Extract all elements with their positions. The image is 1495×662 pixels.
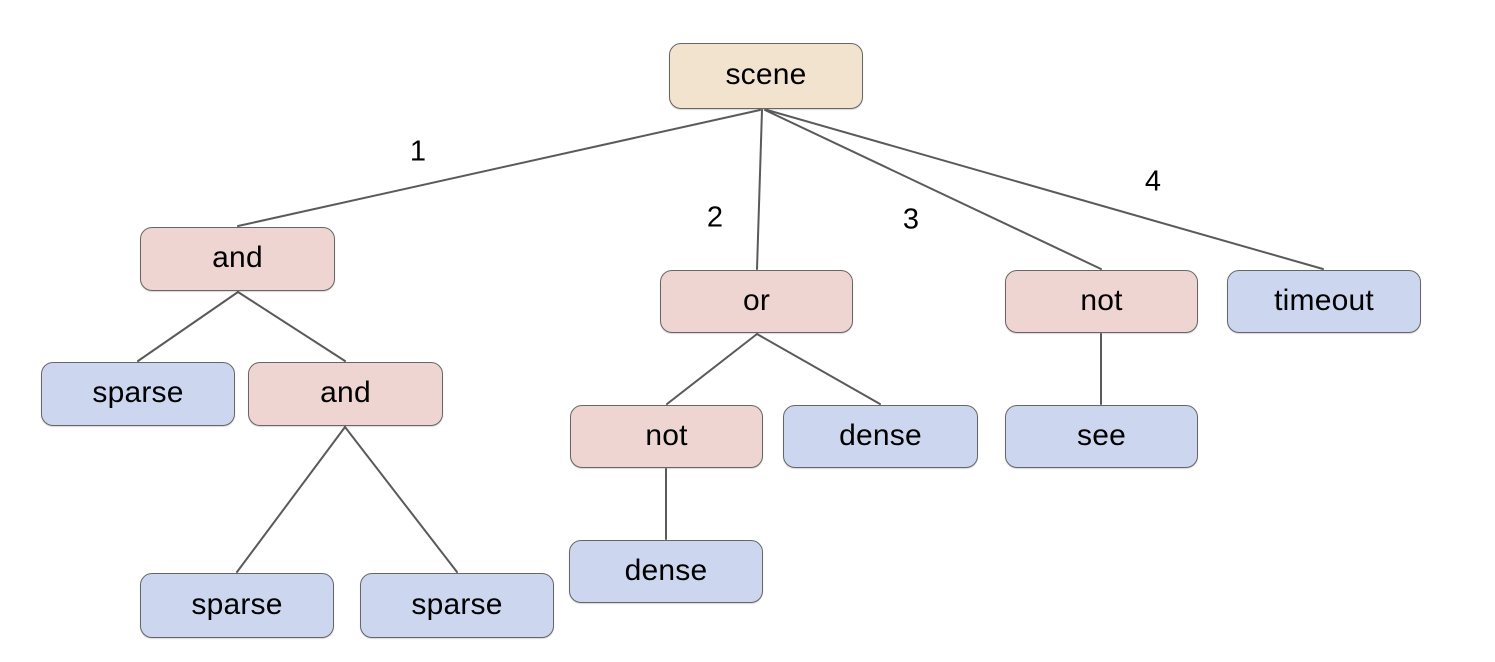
node-label-and2: and	[320, 376, 371, 409]
node-timeout[interactable]: timeout	[1227, 270, 1421, 333]
node-or1[interactable]: or	[660, 270, 853, 333]
edge-label-scene-to-timeout: 4	[1144, 165, 1162, 198]
node-sparse3[interactable]: sparse	[360, 573, 554, 638]
node-label-not1: not	[645, 418, 688, 452]
node-not1[interactable]: not	[570, 405, 763, 468]
node-dense1[interactable]: dense	[783, 405, 978, 468]
edge-or1-to-not1	[666, 333, 758, 405]
edge-scene-to-timeout	[766, 109, 1324, 270]
node-sparse1[interactable]: sparse	[41, 362, 235, 426]
node-label-and1: and	[212, 241, 263, 274]
edge-scene-to-not2	[764, 109, 1102, 270]
node-and2[interactable]: and	[248, 362, 443, 426]
node-dense2[interactable]: dense	[569, 540, 763, 603]
node-not2[interactable]: not	[1005, 270, 1198, 333]
edge-and2-to-sparse3	[344, 426, 458, 573]
node-label-dense1: dense	[839, 418, 922, 452]
edge-scene-to-or1	[756, 109, 763, 270]
edge-and1-to-and2	[237, 291, 346, 362]
node-scene[interactable]: scene	[669, 43, 863, 109]
edge-or1-to-dense1	[756, 333, 881, 405]
node-label-not2: not	[1080, 283, 1123, 317]
node-see[interactable]: see	[1005, 405, 1198, 468]
node-label-scene: scene	[725, 58, 807, 91]
node-and1[interactable]: and	[140, 227, 335, 291]
edge-and2-to-sparse2	[236, 426, 346, 573]
node-label-sparse1: sparse	[92, 376, 184, 409]
edge-and1-to-sparse1	[137, 291, 239, 362]
node-sparse2[interactable]: sparse	[140, 573, 334, 638]
node-label-timeout: timeout	[1274, 283, 1374, 317]
edge-label-scene-to-not2: 3	[902, 203, 920, 236]
node-label-sparse2: sparse	[191, 587, 283, 621]
node-label-or1: or	[742, 283, 771, 317]
node-label-dense2: dense	[624, 553, 708, 587]
edge-scene-to-and1	[237, 109, 761, 227]
edge-label-scene-to-and1: 1	[409, 135, 427, 168]
edge-label-scene-to-or1: 2	[706, 201, 724, 234]
node-label-see: see	[1077, 418, 1126, 452]
node-label-sparse3: sparse	[411, 587, 503, 621]
